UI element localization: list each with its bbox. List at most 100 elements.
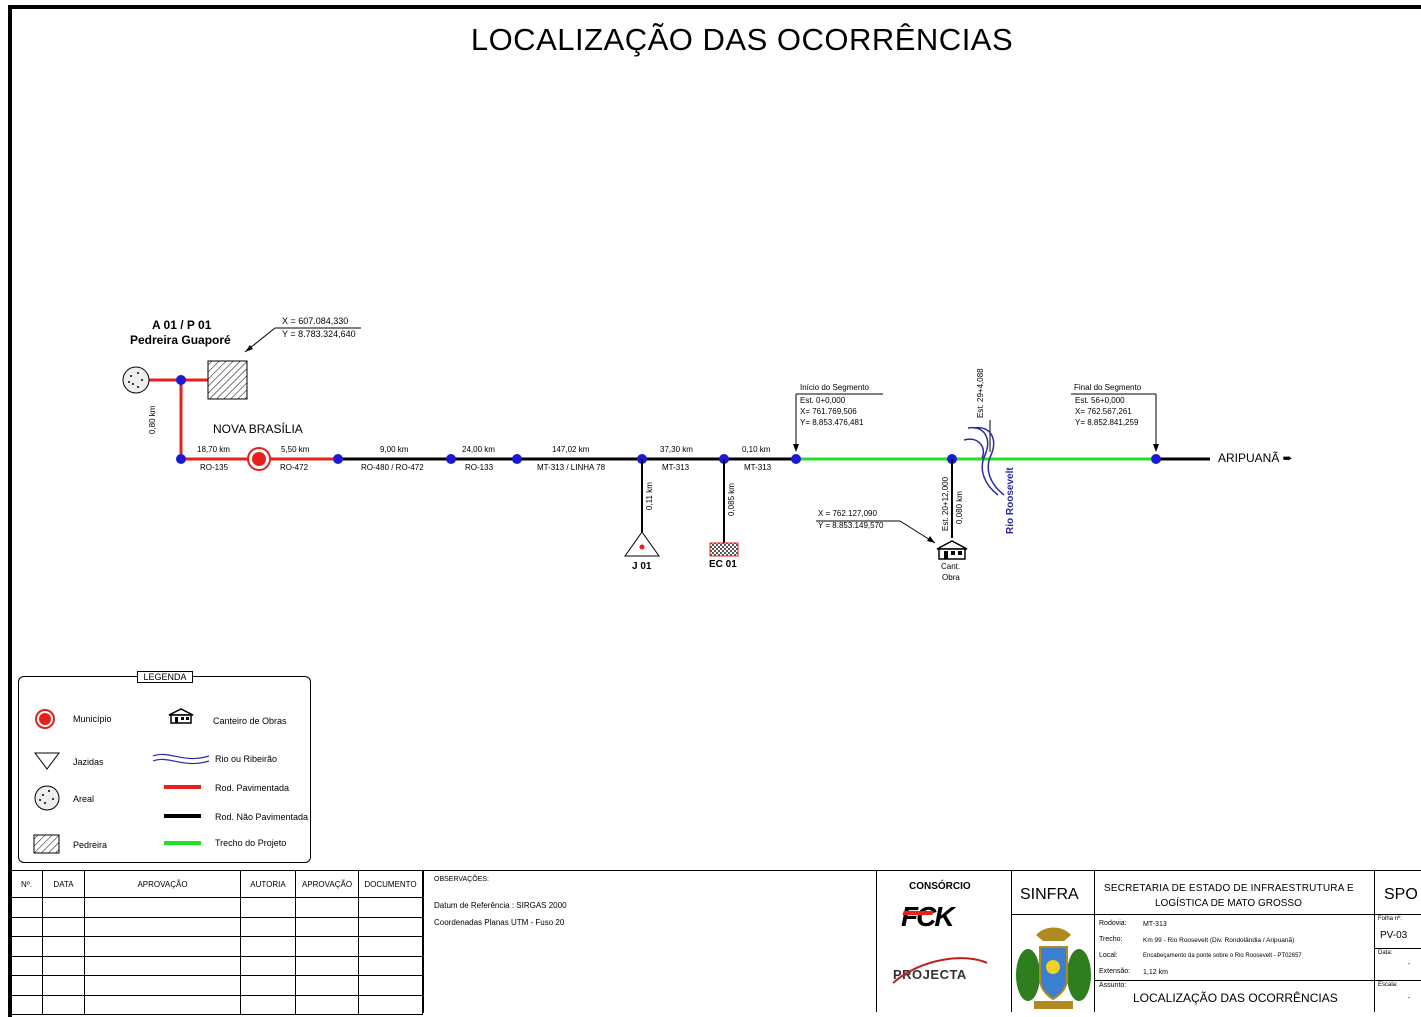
branch-distance: 0,80 km: [148, 405, 157, 434]
legend-rod-pav: Rod. Pavimentada: [215, 783, 290, 793]
segment-road: MT-313: [744, 463, 772, 472]
fck-logo-accent: [902, 911, 934, 915]
river-est: Est. 29+4,088: [976, 368, 985, 418]
final-title: Final do Segmento: [1074, 383, 1142, 392]
canteiro-label-2: Obra: [942, 573, 960, 582]
legend-rio: Rio ou Ribeirão: [215, 754, 278, 764]
ec-icon: [709, 542, 739, 557]
legend: LEGENDA Município Canteiro de Obras Jazi…: [18, 671, 311, 863]
segment-road: RO-472: [280, 463, 309, 472]
data-label: Data:: [1378, 950, 1393, 956]
drawing-frame: [8, 5, 1421, 1017]
inicio-title: Início do Segmento: [800, 383, 869, 392]
segment-distance: 9,00 km: [380, 445, 409, 454]
coat-of-arms-icon: [1016, 927, 1091, 1009]
trecho-value: Km 99 - Rio Roosevelt (Div. Rondolândia …: [1143, 937, 1295, 944]
jazida-icon: [624, 531, 660, 557]
legend-pedreira: Pedreira: [73, 840, 108, 850]
jazida-code: J 01: [632, 561, 652, 572]
legend-trecho: Trecho do Projeto: [215, 838, 287, 848]
folha-label: Folha nº:: [1378, 916, 1402, 922]
jazida-distance: 0,11 km: [645, 482, 654, 510]
legend-pedreira-icon: [33, 834, 60, 854]
rev-header: DATA: [42, 870, 85, 898]
inicio-est: Est. 0+0,000: [800, 396, 846, 405]
final-y: Y= 8.852.841,259: [1075, 418, 1139, 427]
folha-value: PV-03: [1380, 930, 1408, 941]
segment-road: MT-313 / LINHA 78: [537, 463, 606, 472]
ec-code: EC 01: [709, 559, 737, 570]
legend-areal: Areal: [73, 794, 95, 804]
consorcio-block: CONSÓRCIO FCK PROJECTA: [876, 870, 1011, 1012]
pedreira-code: A 01 / P 01: [152, 318, 212, 332]
legend-jazida-icon: [34, 752, 60, 770]
canteiro-label-1: Cant.: [941, 562, 961, 571]
inicio-y: Y= 8.853.476,481: [800, 418, 864, 427]
legend-canteiro-icon: [168, 708, 194, 724]
segment-road: RO-480 / RO-472: [361, 463, 424, 472]
extensao-value: 1,12 km: [1143, 969, 1168, 976]
segment-distance: 147,02 km: [552, 445, 590, 454]
obs-title: OBSERVAÇÕES:: [434, 876, 489, 883]
extensao-label: Extensão:: [1099, 968, 1131, 975]
final-est: Est. 56+0,000: [1075, 396, 1125, 405]
canteiro-distance: 0,080 km: [955, 491, 964, 524]
rev-header: AUTORIA: [240, 870, 296, 898]
rev-header: APROVAÇÃO: [295, 870, 359, 898]
local-value: Encabeçamento da ponte sobre o Rio Roose…: [1143, 953, 1302, 959]
sinfra-block: SINFRA: [1011, 870, 1095, 1012]
legend-title: LEGENDA: [137, 671, 193, 683]
projecta-swoosh: [892, 957, 988, 984]
trecho-label: Trecho:: [1099, 936, 1123, 943]
city-label: NOVA BRASÍLIA: [213, 422, 303, 436]
canteiro-est: Est. 20+12,000: [941, 476, 950, 531]
fck-logo: FCK: [901, 901, 955, 932]
ec-distance: 0,085 km: [727, 483, 736, 516]
segment-distance: 24,00 km: [462, 445, 495, 454]
local-label: Local:: [1099, 952, 1118, 959]
escala-value: -: [1408, 995, 1411, 1002]
legend-canteiro: Canteiro de Obras: [213, 716, 287, 726]
segment-distance: 18,70 km: [197, 445, 230, 454]
data-value: -: [1408, 961, 1411, 968]
rev-header: DOCUMENTO: [358, 870, 423, 898]
canteiro-y: Y = 8.853.149,570: [818, 521, 884, 530]
consorcio-label: CONSÓRCIO: [909, 881, 971, 892]
page-title: LOCALIZAÇÃO DAS OCORRÊNCIAS: [470, 22, 1014, 57]
legend-river-icon: [152, 753, 210, 765]
legend-municipio: Município: [73, 714, 112, 724]
project-info-block: SECRETARIA DE ESTADO DE INFRAESTRUTURA E…: [1094, 870, 1375, 1012]
sheet-block: SPO Folha nº: PV-03 Data: - Escala: -: [1374, 870, 1421, 1012]
escala-label: Escala:: [1378, 982, 1398, 988]
legend-areal-icon: [34, 785, 60, 811]
areal-icon: [122, 366, 150, 394]
rev-header: APROVAÇÃO: [84, 870, 241, 898]
rodovia-value: MT-313: [1143, 921, 1167, 928]
assunto-label: Assunto:: [1099, 982, 1127, 989]
pedreira-x: X = 607.084,330: [282, 316, 349, 326]
canteiro-icon: [936, 540, 968, 560]
rev-header: Nº.: [10, 870, 43, 898]
inicio-x: X= 761.769,506: [800, 407, 857, 416]
legend-rod-nao-pav: Rod. Não Pavimentada: [215, 812, 309, 822]
pedreira-icon: [207, 360, 248, 400]
assunto-value: LOCALIZAÇÃO DAS OCORRÊNCIAS: [1133, 991, 1338, 1005]
revision-table: Nº. DATA APROVAÇÃO AUTORIA APROVAÇÃO DOC…: [10, 870, 423, 1015]
segment-distance: 37,30 km: [660, 445, 693, 454]
secretaria-line-1: SECRETARIA DE ESTADO DE INFRAESTRUTURA E: [1104, 883, 1354, 894]
river-name: Rio Roosevelt: [1005, 467, 1016, 534]
legend-jazidas: Jazidas: [73, 757, 104, 767]
river-icon: [963, 426, 1005, 496]
pedreira-name: Pedreira Guaporé: [130, 333, 231, 347]
final-x: X= 762.567,261: [1075, 407, 1132, 416]
sinfra-label: SINFRA: [1020, 886, 1079, 903]
spo-label: SPO: [1384, 886, 1418, 903]
obs-line-1: Datum de Referência : SIRGAS 2000: [434, 901, 567, 910]
segment-road: RO-133: [465, 463, 494, 472]
obs-line-2: Coordenadas Planas UTM - Fuso 20: [434, 918, 565, 927]
destination-label: ARIPUANÃ ➨: [1218, 451, 1293, 465]
segment-road: MT-313: [662, 463, 690, 472]
secretaria-line-2: LOGÍSTICA DE MATO GROSSO: [1155, 898, 1302, 909]
pedreira-y: Y = 8.783.324,640: [282, 329, 356, 339]
